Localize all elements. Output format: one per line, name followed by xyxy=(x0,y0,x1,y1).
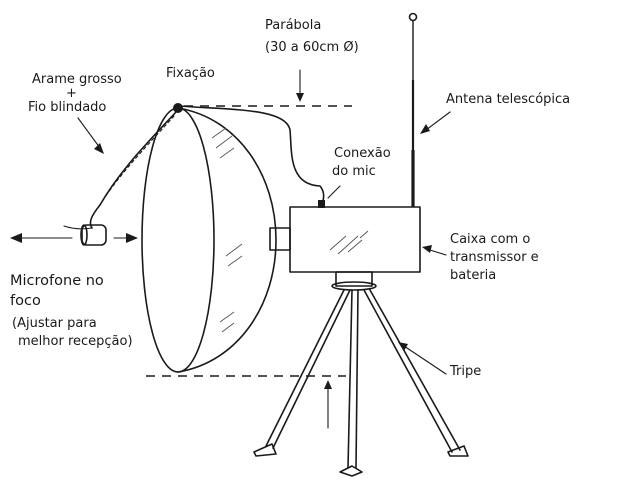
antenna-pointer xyxy=(420,111,451,134)
ajustar-label-1: (Ajustar para xyxy=(12,316,97,331)
mic-connector xyxy=(318,200,325,208)
fixacao-label: Fixação xyxy=(166,66,215,81)
arame-plus-label: + xyxy=(66,86,77,101)
caixa-label-2: transmissor e xyxy=(450,250,539,265)
connection-pointer xyxy=(327,185,341,199)
do-mic-label: do mic xyxy=(332,164,376,179)
arame-label: Arame grosso xyxy=(32,72,122,87)
tripod-pointer xyxy=(398,342,447,375)
telescopic-antenna xyxy=(408,12,418,207)
support-wire xyxy=(89,111,177,229)
tripe-label: Tripe xyxy=(450,364,482,379)
antena-label: Antena telescópica xyxy=(446,92,571,107)
conexao-label: Conexão xyxy=(334,146,391,161)
box-pointer xyxy=(422,245,447,256)
microfone-label: Microfone no xyxy=(10,273,104,289)
focus-adjust-arrows xyxy=(10,233,138,243)
shielded-cable xyxy=(97,115,175,209)
diameter-arrows xyxy=(296,69,332,429)
transmitter-box xyxy=(289,206,421,273)
microphone xyxy=(80,224,107,246)
mic-connection-cable xyxy=(179,105,325,206)
foco-label: foco xyxy=(10,293,41,309)
ajustar-label-2: melhor recepção) xyxy=(18,334,133,349)
parabolic-dish xyxy=(141,107,277,373)
tripod xyxy=(253,271,469,477)
caixa-label-1: Caixa com o xyxy=(450,232,531,247)
parabola-title-label: Parábola xyxy=(265,18,322,33)
dish-mount-arm xyxy=(269,227,291,251)
fixation-point xyxy=(173,103,183,113)
fio-blindado-label: Fio blindado xyxy=(28,100,107,115)
parabola-size-label: (30 a 60cm Ø) xyxy=(265,40,359,55)
wire-loop xyxy=(63,225,93,230)
wire-label-arrow xyxy=(77,117,104,154)
caixa-label-3: bateria xyxy=(450,268,497,283)
